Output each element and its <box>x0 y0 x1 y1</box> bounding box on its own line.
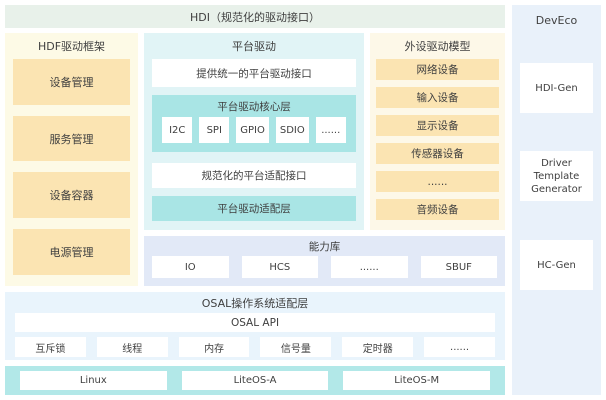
hdf-framework-title: HDF驱动框架 <box>37 39 106 53</box>
deveco-column: DevEco HDI-Gen Driver Template Generator… <box>512 5 601 395</box>
main-area: HDI（规范化的驱动接口） HDF驱动框架 设备管理 服务管理 设备容器 电源管… <box>5 5 505 395</box>
chip-semaphore: 信号量 <box>260 337 332 357</box>
platform-core-layer-title: 平台驱动核心层 <box>217 100 291 113</box>
hdf-item-power-management: 电源管理 <box>13 229 130 275</box>
chip-cap-ellipsis: ...... <box>331 256 408 278</box>
chip-core-ellipsis: ...... <box>315 117 346 143</box>
osal-title: OSAL操作系统适配层 <box>201 296 309 310</box>
peripheral-item-network: 网络设备 <box>376 59 499 80</box>
deveco-tool-hdi-gen: HDI-Gen <box>520 63 593 113</box>
osal-section: OSAL操作系统适配层 OSAL API 互斥锁 线程 内存 信号量 定时器 .… <box>5 292 505 360</box>
chip-hcs: HCS <box>241 256 318 278</box>
platform-adapter-layer-box: 平台驱动适配层 <box>152 196 356 221</box>
deveco-tool-driver-template-generator: Driver Template Generator <box>520 151 593 201</box>
platform-peripheral-row: 平台驱动 提供统一的平台驱动接口 平台驱动核心层 I2C SPI GPIO SD… <box>144 33 505 230</box>
peripheral-item-sensor: 传感器设备 <box>376 143 499 164</box>
peripheral-item-audio: 音频设备 <box>376 199 499 220</box>
chip-sdio: SDIO <box>275 117 309 143</box>
hdf-framework-column: HDF驱动框架 设备管理 服务管理 设备容器 电源管理 <box>5 33 138 286</box>
os-liteos-m: LiteOS-M <box>343 371 491 390</box>
capability-lib-section: 能力库 IO HCS ...... SBUF <box>144 236 505 286</box>
capability-lib-title: 能力库 <box>308 240 341 253</box>
platform-peripheral-wrap: 平台驱动 提供统一的平台驱动接口 平台驱动核心层 I2C SPI GPIO SD… <box>144 33 505 286</box>
chip-mutex: 互斥锁 <box>15 337 86 357</box>
peripheral-item-ellipsis: ...... <box>376 171 499 192</box>
platform-core-chips: I2C SPI GPIO SDIO ...... <box>158 117 350 143</box>
hdi-banner: HDI（规范化的驱动接口） <box>5 5 505 28</box>
platform-core-layer-box: 平台驱动核心层 I2C SPI GPIO SDIO ...... <box>152 95 356 152</box>
chip-memory: 内存 <box>178 337 250 357</box>
hdf-item-device-container: 设备容器 <box>13 172 130 219</box>
os-kernels-row: Linux LiteOS-A LiteOS-M <box>5 366 505 395</box>
osal-api-bar: OSAL API <box>15 313 495 332</box>
chip-io: IO <box>152 256 229 278</box>
peripheral-models-title: 外设驱动模型 <box>404 40 471 53</box>
chip-osal-ellipsis: ...... <box>424 337 495 357</box>
hdi-banner-label: HDI（规范化的驱动接口） <box>190 10 320 24</box>
os-liteos-a: LiteOS-A <box>181 371 329 390</box>
capability-lib-chips: IO HCS ...... SBUF <box>152 256 497 278</box>
platform-adapter-api-box: 规范化的平台适配接口 <box>152 163 356 188</box>
platform-driver-column: 平台驱动 提供统一的平台驱动接口 平台驱动核心层 I2C SPI GPIO SD… <box>144 33 364 230</box>
chip-timer: 定时器 <box>342 337 414 357</box>
peripheral-item-input: 输入设备 <box>376 87 499 108</box>
deveco-title: DevEco <box>535 13 578 27</box>
framework-body: HDF驱动框架 设备管理 服务管理 设备容器 电源管理 平台驱动 提供统一的平台… <box>5 33 505 286</box>
deveco-tool-hc-gen: HC-Gen <box>520 240 593 290</box>
peripheral-models-column: 外设驱动模型 网络设备 输入设备 显示设备 传感器设备 ...... 音频设备 <box>370 33 505 230</box>
chip-spi: SPI <box>199 117 230 143</box>
hdf-item-device-management: 设备管理 <box>13 58 130 105</box>
platform-unified-api-box: 提供统一的平台驱动接口 <box>152 59 356 87</box>
hdf-item-service-management: 服务管理 <box>13 115 130 162</box>
osal-chips: 互斥锁 线程 内存 信号量 定时器 ...... <box>15 337 495 357</box>
chip-sbuf: SBUF <box>420 256 497 278</box>
peripheral-item-display: 显示设备 <box>376 115 499 136</box>
chip-thread: 线程 <box>96 337 168 357</box>
chip-i2c: I2C <box>162 117 193 143</box>
platform-driver-title: 平台驱动 <box>232 40 276 53</box>
os-linux: Linux <box>20 371 167 390</box>
chip-gpio: GPIO <box>236 117 269 143</box>
